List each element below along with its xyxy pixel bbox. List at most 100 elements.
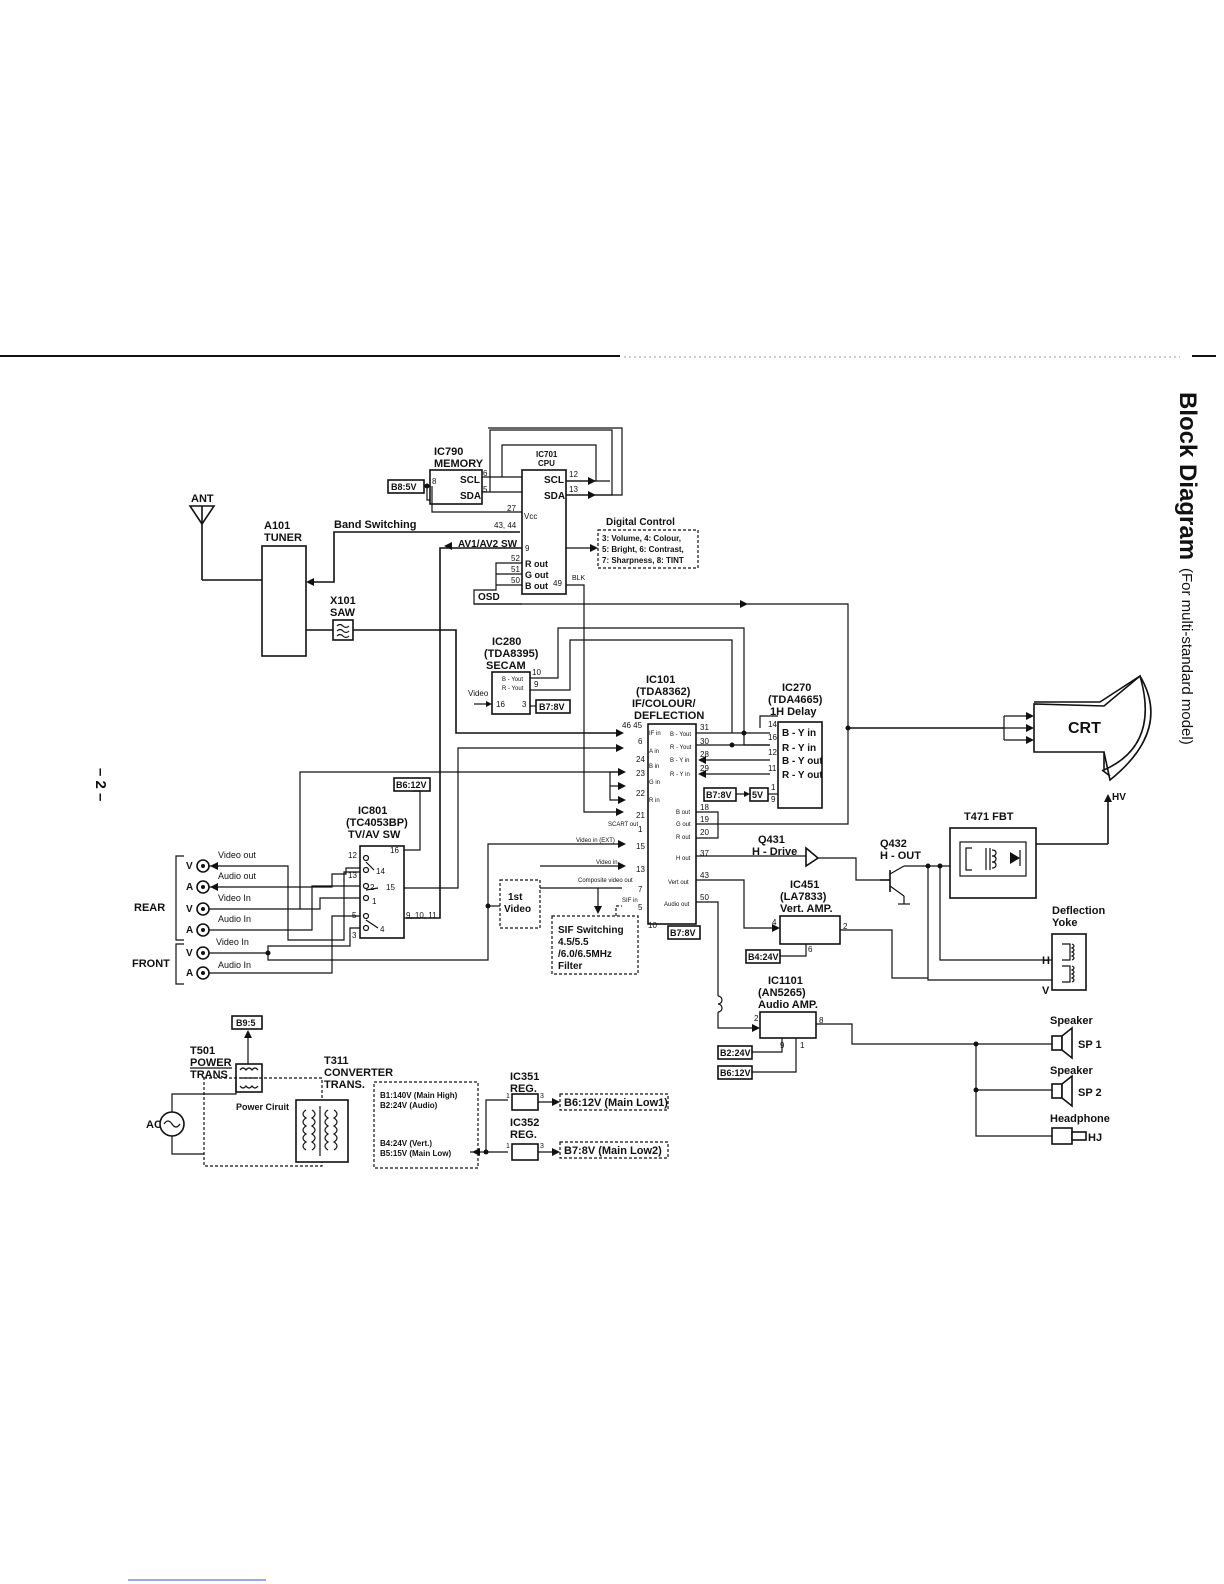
- svg-text:IF in: IF in: [649, 731, 661, 737]
- svg-text:Digital Control: Digital Control: [606, 517, 675, 528]
- svg-text:1: 1: [372, 897, 377, 906]
- svg-text:16: 16: [390, 846, 399, 855]
- svg-text:7: 7: [638, 885, 643, 894]
- svg-text:B1:140V (Main High): B1:140V (Main High): [380, 1091, 458, 1100]
- svg-text:DEFLECTION: DEFLECTION: [634, 710, 704, 722]
- svg-text:3: Volume, 4: Colour,: 3: Volume, 4: Colour,: [602, 534, 681, 543]
- svg-text:4: 4: [772, 918, 777, 927]
- svg-text:B2:24V: B2:24V: [720, 1048, 751, 1058]
- svg-text:15: 15: [386, 883, 395, 892]
- svg-text:Power Ciruit: Power Ciruit: [236, 1102, 289, 1112]
- svg-text:Video: Video: [504, 904, 531, 915]
- svg-text:(LA7833): (LA7833): [780, 891, 827, 903]
- svg-text:BLK: BLK: [572, 575, 586, 582]
- sif-filter-block: SIF Switching 4.5/5.5 /6.0/6.5MHz Filter: [551, 888, 639, 975]
- svg-text:G out: G out: [525, 570, 549, 580]
- svg-text:R in: R in: [649, 798, 660, 804]
- svg-text:50: 50: [700, 893, 709, 902]
- svg-text:12: 12: [569, 470, 578, 479]
- svg-text:H: H: [1042, 955, 1050, 967]
- svg-text:X101: X101: [330, 595, 356, 607]
- saw-filter: X101 SAW: [306, 595, 624, 737]
- svg-text:TV/AV SW: TV/AV SW: [348, 829, 401, 841]
- svg-text:3: 3: [540, 1093, 544, 1100]
- svg-text:15: 15: [636, 842, 645, 851]
- svg-text:Vert. AMP.: Vert. AMP.: [780, 903, 833, 915]
- svg-text:R - Yout: R - Yout: [670, 745, 692, 751]
- svg-text:R - Y in: R - Y in: [782, 743, 816, 754]
- svg-text:Band Switching: Band Switching: [334, 519, 417, 531]
- svg-text:(TDA8362): (TDA8362): [636, 686, 691, 698]
- ic351-reg: IC351 REG. 1 3 B6:12V (Main Low1): [506, 1071, 669, 1111]
- t501-power-trans: T501 POWER TRANS: [190, 1045, 263, 1093]
- ic790-memory: IC790 MEMORY SCL SDA 6 5 8 B8:5V: [387, 446, 488, 505]
- svg-text:29: 29: [700, 764, 709, 773]
- svg-text:IC352: IC352: [510, 1117, 539, 1129]
- svg-text:23: 23: [636, 769, 645, 778]
- svg-text:10: 10: [532, 668, 541, 677]
- svg-text:Audio AMP.: Audio AMP.: [758, 999, 818, 1011]
- svg-text:ANT: ANT: [191, 493, 214, 505]
- first-video-block: 1st Video: [485, 862, 626, 929]
- svg-text:IC801: IC801: [358, 805, 387, 817]
- svg-text:52: 52: [511, 554, 520, 563]
- svg-text:1st: 1st: [508, 892, 523, 903]
- svg-text:50: 50: [511, 576, 520, 585]
- svg-text:H - OUT: H - OUT: [880, 850, 921, 862]
- jack-audio-in-front: A Audio In: [186, 915, 360, 980]
- front-jacks: FRONT: [132, 943, 184, 985]
- svg-text:SIF Switching: SIF Switching: [558, 925, 624, 936]
- svg-text:IC1101: IC1101: [768, 975, 803, 987]
- ac-input: AC: [146, 1080, 237, 1155]
- svg-text:IC270: IC270: [782, 682, 811, 694]
- svg-text:Vcc: Vcc: [524, 512, 537, 521]
- svg-text:G out: G out: [676, 822, 691, 828]
- svg-text:Vert out: Vert out: [668, 880, 689, 886]
- svg-text:1H Delay: 1H Delay: [770, 706, 817, 718]
- svg-text:H out: H out: [676, 856, 691, 862]
- svg-text:R - Yout: R - Yout: [502, 686, 524, 692]
- svg-text:R - Y in: R - Y in: [670, 772, 690, 778]
- svg-text:Deflection: Deflection: [1052, 905, 1105, 917]
- svg-text:7: Sharpness, 8: TINT: 7: Sharpness, 8: TINT: [602, 556, 684, 565]
- svg-text:REG.: REG.: [510, 1129, 537, 1141]
- svg-text:Headphone: Headphone: [1050, 1113, 1110, 1125]
- svg-text:Audio out: Audio out: [218, 871, 257, 881]
- tuner-block: A101 TUNER: [261, 520, 307, 657]
- svg-text:(TC4053BP): (TC4053BP): [346, 817, 408, 829]
- svg-text:6: 6: [638, 737, 643, 746]
- power-outputs: B1:140V (Main High) B2:24V (Audio) B4:24…: [373, 1081, 508, 1169]
- svg-text:SCL: SCL: [460, 475, 480, 486]
- svg-text:REAR: REAR: [134, 902, 165, 914]
- svg-text:Filter: Filter: [558, 961, 583, 972]
- svg-text:SIF in: SIF in: [622, 898, 638, 904]
- svg-text:6: 6: [483, 469, 488, 478]
- deflection-yoke: Deflection Yoke H V: [1042, 905, 1105, 997]
- jack-video-in-rear: V Video In: [186, 771, 622, 916]
- ic701-cpu: IC701 CPU SCL SDA Vcc 12 13 27 43, 44 AV…: [406, 427, 624, 919]
- svg-text:43, 44: 43, 44: [494, 521, 517, 530]
- svg-text:Video in (EXT): Video in (EXT): [576, 838, 615, 844]
- svg-text:Speaker: Speaker: [1050, 1015, 1094, 1027]
- svg-text:HV: HV: [1112, 792, 1126, 803]
- svg-text:B6:12V: B6:12V: [396, 780, 427, 790]
- svg-text:16: 16: [768, 733, 777, 742]
- svg-text:9: 9: [525, 544, 530, 553]
- svg-text:3: 3: [540, 1143, 544, 1150]
- svg-text:A: A: [186, 968, 193, 979]
- svg-text:SAW: SAW: [330, 607, 356, 619]
- ic352-reg: IC352 REG. 1 3 B7:8V (Main Low2): [506, 1117, 669, 1161]
- svg-text:16: 16: [496, 700, 505, 709]
- svg-text:(AN5265): (AN5265): [758, 987, 806, 999]
- ic270-delay: IC270 (TDA4665) 1H Delay 14 16 B - Y in …: [703, 682, 823, 809]
- svg-text:5V: 5V: [752, 790, 763, 800]
- crt: CRT HV: [845, 674, 1152, 844]
- q431-hdrive: Q431 H - Drive: [696, 834, 880, 881]
- svg-text:3: 3: [522, 700, 527, 709]
- svg-text:(TDA8395): (TDA8395): [484, 648, 539, 660]
- svg-text:12: 12: [348, 851, 357, 860]
- svg-text:TUNER: TUNER: [264, 532, 302, 544]
- svg-text:Q431: Q431: [758, 834, 785, 846]
- svg-text:4: 4: [380, 925, 385, 934]
- svg-text:10: 10: [648, 921, 657, 930]
